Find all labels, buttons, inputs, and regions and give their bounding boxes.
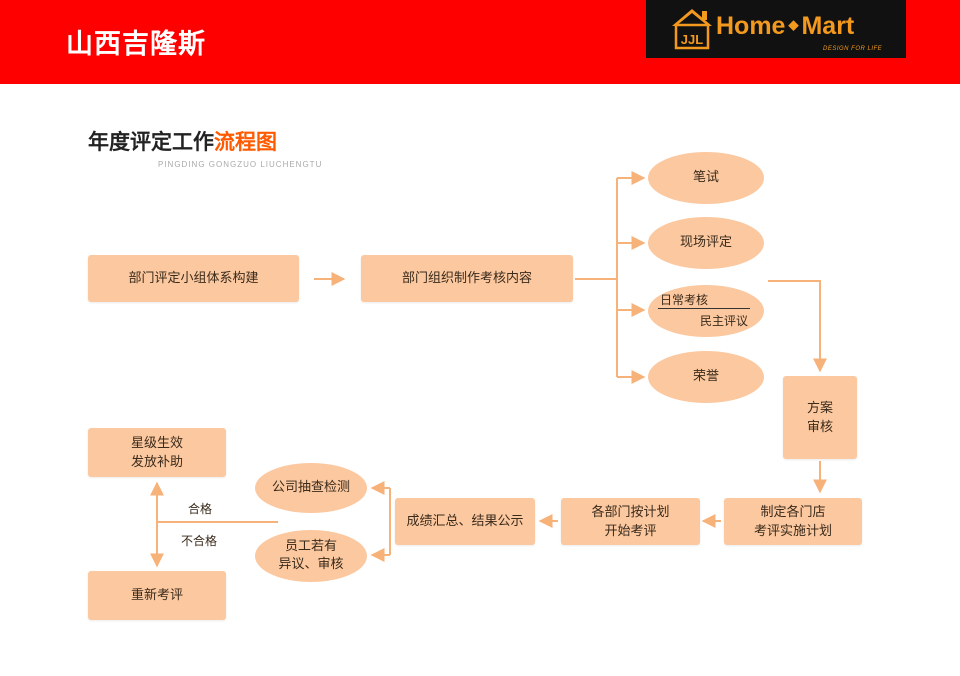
logo-wordmark: Home◆Mart (716, 12, 854, 41)
brand-logo: JJL Home◆Mart DESIGN FOR LIFE (646, 0, 906, 58)
logo-tagline: DESIGN FOR LIFE (823, 46, 883, 52)
node-daily-assessment (648, 285, 764, 337)
objection-line1: 员工若有 (284, 539, 337, 554)
daily-line1: 日常考核 (660, 293, 709, 307)
title-main: 年度评定工作 (88, 130, 214, 154)
plan-review-line1: 方案 (806, 400, 833, 416)
dept-plan-line1: 各部门按计划 (591, 504, 670, 520)
node-plan-review: 方案 审核 (783, 376, 857, 459)
node-objection: 员工若有 异议、审核 (255, 530, 367, 582)
node-store-plan: 制定各门店 考评实施计划 (724, 498, 862, 545)
daily-assessment-text: 日常考核 民主评议 (648, 285, 763, 337)
logo-separator: ◆ (788, 17, 799, 32)
dept-plan-line2: 开始考评 (604, 523, 657, 539)
star-line2: 发放补助 (130, 454, 183, 470)
diagram-title: 年度评定工作流程图 (88, 126, 277, 156)
house-icon: JJL (672, 9, 712, 50)
label-pass: 合格 (188, 502, 213, 516)
node-reassess: 重新考评 (88, 571, 226, 620)
node-spot-check: 公司抽查检测 (255, 463, 367, 513)
objection-line2: 异议、审核 (278, 557, 344, 572)
title-highlight: 流程图 (214, 130, 277, 154)
diagram-subtitle: PINGDING GONGZUO LIUCHENGTU (158, 160, 323, 169)
store-plan-line2: 考评实施计划 (753, 523, 832, 539)
node-onsite-review: 现场评定 (648, 217, 764, 269)
plan-review-line2: 审核 (806, 419, 833, 435)
node-build-group: 部门评定小组体系构建 (88, 255, 299, 302)
logo-mark: JJL (681, 32, 703, 47)
node-summary: 成绩汇总、结果公示 (395, 498, 535, 545)
node-dept-plan: 各部门按计划 开始考评 (561, 498, 700, 545)
logo-brand-left: Home (716, 12, 786, 40)
company-name: 山西吉隆斯 (66, 29, 206, 60)
store-plan-line1: 制定各门店 (760, 504, 826, 520)
node-written-test: 笔试 (648, 152, 764, 204)
daily-line2: 民主评议 (700, 314, 749, 328)
node-honor: 荣誉 (648, 351, 764, 403)
star-line1: 星级生效 (130, 435, 183, 451)
arrow-to-plan-review (768, 280, 827, 373)
node-assessment-content: 部门组织制作考核内容 (361, 255, 573, 302)
daily-divider (658, 308, 750, 309)
logo-brand-right: Mart (801, 12, 855, 40)
node-star-subsidy: 星级生效 发放补助 (88, 428, 226, 477)
label-fail: 不合格 (181, 534, 218, 548)
header-bar: 山西吉隆斯 JJL Home◆Mart DESIGN FOR LIFE (0, 0, 960, 84)
